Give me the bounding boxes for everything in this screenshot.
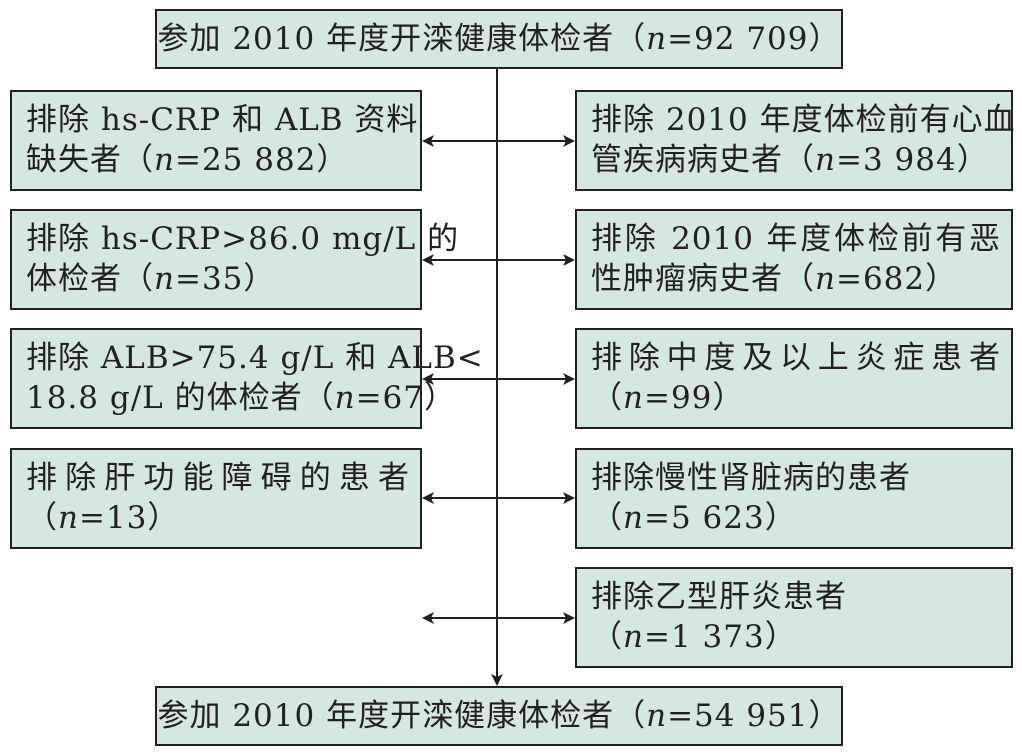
right-box-1-line1: 排除 2010 年度体检前有心血 — [591, 102, 1016, 138]
right-box-2-line2: 性肿瘤病史者（n=682） — [591, 261, 958, 297]
left-box-3: 排除 ALB>75.4 g/L 和 ALB< 18.8 g/L 的体检者（n=6… — [10, 328, 484, 429]
left-box-4: 排除肝功能障碍的患者 （n=13） — [10, 448, 422, 549]
top-box: 参加 2010 年度开滦健康体检者（n=92 709） — [155, 9, 843, 69]
right-box-3-line2: （n=99） — [591, 380, 745, 416]
right-box-4: 排除慢性肾脏病的患者 （n=5 623） — [575, 448, 1013, 549]
left-box-3-line2: 18.8 g/L 的体检者（n=67） — [26, 380, 456, 416]
left-box-2-line1: 排除 hs-CRP>86.0 mg/L 的 — [26, 221, 460, 257]
left-box-4-line2: （n=13） — [26, 500, 180, 536]
left-box-1: 排除 hs-CRP 和 ALB 资料 缺失者（n=25 882） — [10, 90, 422, 191]
left-box-1-line2: 缺失者（n=25 882） — [26, 142, 349, 178]
right-box-1-line2: 管疾病病史者（n=3 984） — [591, 142, 989, 178]
right-box-4-line2: （n=5 623） — [591, 500, 797, 536]
right-box-5-line1: 排除乙型肝炎患者 — [591, 579, 847, 615]
bottom-box-text: 参加 2010 年度开滦健康体检者（n=54 951） — [157, 697, 841, 734]
right-box-5-line2: （n=1 373） — [591, 619, 797, 655]
left-box-3-line1: 排除 ALB>75.4 g/L 和 ALB< — [26, 340, 484, 376]
right-box-4-line1: 排除慢性肾脏病的患者 — [591, 460, 911, 496]
right-box-5: 排除乙型肝炎患者 （n=1 373） — [575, 567, 1013, 668]
right-box-1: 排除 2010 年度体检前有心血 管疾病病史者（n=3 984） — [575, 90, 1016, 191]
right-box-2: 排除 2010 年度体检前有恶 性肿瘤病史者（n=682） — [575, 209, 1013, 310]
top-box-text: 参加 2010 年度开滦健康体检者（n=92 709） — [157, 20, 841, 57]
right-box-3: 排除中度及以上炎症患者 （n=99） — [575, 328, 1013, 429]
left-box-1-line1: 排除 hs-CRP 和 ALB 资料 — [26, 102, 419, 138]
left-box-2: 排除 hs-CRP>86.0 mg/L 的 体检者（n=35） — [10, 209, 460, 310]
left-box-2-line2: 体检者（n=35） — [26, 261, 276, 297]
right-box-3-line1: 排除中度及以上炎症患者 — [591, 340, 1001, 376]
left-box-4-line1: 排除肝功能障碍的患者 — [26, 460, 410, 496]
right-box-2-line1: 排除 2010 年度体检前有恶 — [591, 221, 1001, 257]
bottom-box: 参加 2010 年度开滦健康体检者（n=54 951） — [155, 686, 843, 746]
